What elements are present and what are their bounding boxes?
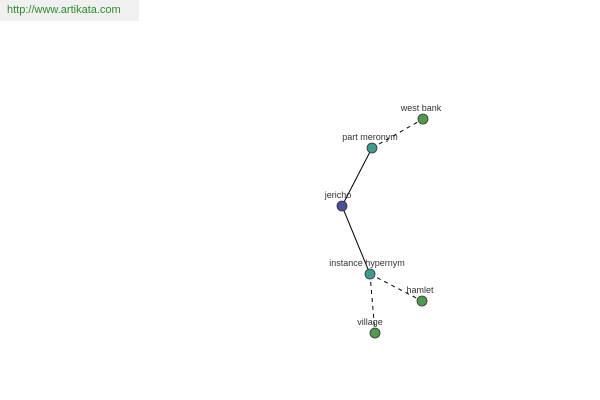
edges-layer (341, 118, 424, 334)
node-label-part-meronym: part meronym (342, 132, 398, 142)
edge-instance-hypernym-to-hamlet (369, 273, 423, 302)
edge-jericho-to-instance-hypernym (341, 205, 371, 275)
edge-instance-hypernym-to-village (369, 273, 376, 334)
labels-layer: jericho part meronym west bank instance hyp… (324, 103, 442, 327)
node-part-meronym[interactable] (366, 142, 378, 154)
node-label-jericho: jericho (324, 190, 352, 200)
edge-jericho-to-part-meronym (341, 147, 373, 207)
node-label-village: village (357, 317, 383, 327)
edge-part-meronym-to-west-bank (371, 118, 424, 149)
node-label-west-bank: west bank (400, 103, 442, 113)
node-instance-hypernym[interactable] (364, 268, 376, 280)
node-label-hamlet: hamlet (406, 285, 434, 295)
node-label-instance-hypernym: instance hypernym (329, 258, 405, 268)
watermark-url[interactable]: http://www.artikata.com (0, 0, 139, 21)
node-village[interactable] (369, 327, 381, 339)
node-hamlet[interactable] (416, 295, 428, 307)
node-west-bank[interactable] (417, 113, 429, 125)
nodes-layer (336, 113, 429, 339)
node-jericho[interactable] (336, 200, 348, 212)
